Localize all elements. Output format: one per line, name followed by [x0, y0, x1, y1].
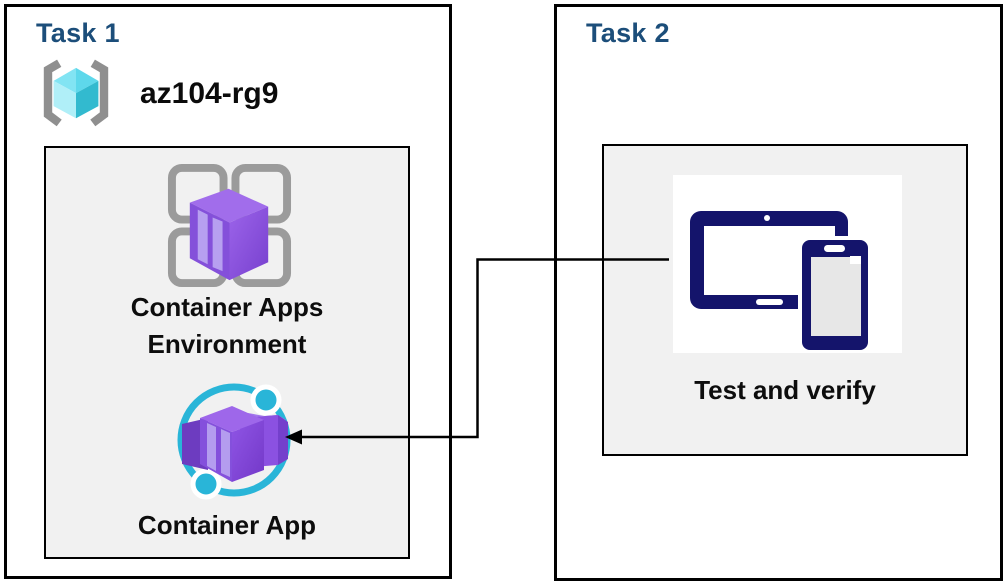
device-icon-background [673, 175, 902, 353]
environment-label-line2: Environment [147, 329, 307, 359]
task1-panel: Container Apps Environment [44, 146, 410, 559]
task2-title: Task 2 [586, 18, 670, 48]
resource-group: az104-rg9 [34, 55, 278, 133]
task2-panel: Test and verify [602, 144, 968, 456]
resource-group-icon [43, 59, 109, 127]
task1-box: Task 1 az104-rg9 [4, 4, 452, 579]
task1-title: Task 1 [36, 18, 120, 48]
environment-label-line1: Container Apps [130, 292, 324, 322]
container-app-label: Container App [137, 510, 317, 540]
environment-label: Container Apps Environment [46, 289, 408, 363]
tablet-and-phone-icon [690, 211, 871, 351]
test-verify-label: Test and verify [694, 375, 876, 405]
container-apps-environment-icon [167, 163, 292, 288]
resource-group-name: az104-rg9 [140, 77, 279, 110]
container-app-icon [177, 383, 291, 500]
task2-box: Task 2 Test and verify [554, 4, 1003, 581]
